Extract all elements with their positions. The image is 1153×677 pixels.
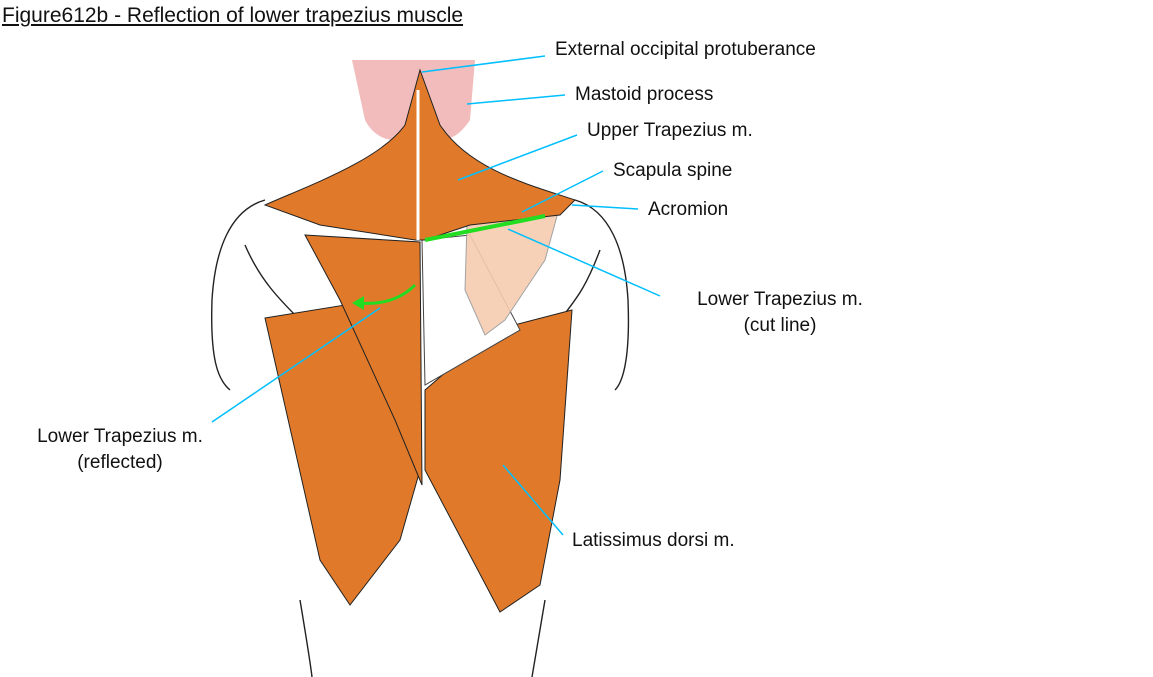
upper-trapezius: [263, 68, 576, 241]
label-line-2: (reflected): [77, 452, 163, 473]
label-scapula-spine: Scapula spine: [613, 160, 733, 181]
label-line-1: Lower Trapezius m.: [37, 426, 203, 447]
label-lower-trapezius-reflected: Lower Trapezius m. (reflected): [15, 424, 225, 476]
label-mastoid: Mastoid process: [575, 84, 714, 105]
label-upper-trapezius: Upper Trapezius m.: [587, 120, 753, 141]
exposed-back: [421, 234, 521, 386]
pointer-lines: [211, 55, 661, 536]
label-line-1: Lower Trapezius m.: [697, 289, 863, 310]
cut-line: [424, 214, 546, 242]
figure-title: Figure612b - Reflection of lower trapezi…: [2, 4, 464, 27]
label-acromion: Acromion: [648, 199, 729, 220]
label-occipital: External occipital protuberance: [555, 39, 816, 60]
label-line-2: (cut line): [743, 315, 817, 336]
label-latissimus: Latissimus dorsi m.: [572, 530, 735, 551]
lower-trapezius-reflected: [304, 234, 423, 486]
label-lower-trapezius-cut: Lower Trapezius m. (cut line): [675, 287, 885, 339]
